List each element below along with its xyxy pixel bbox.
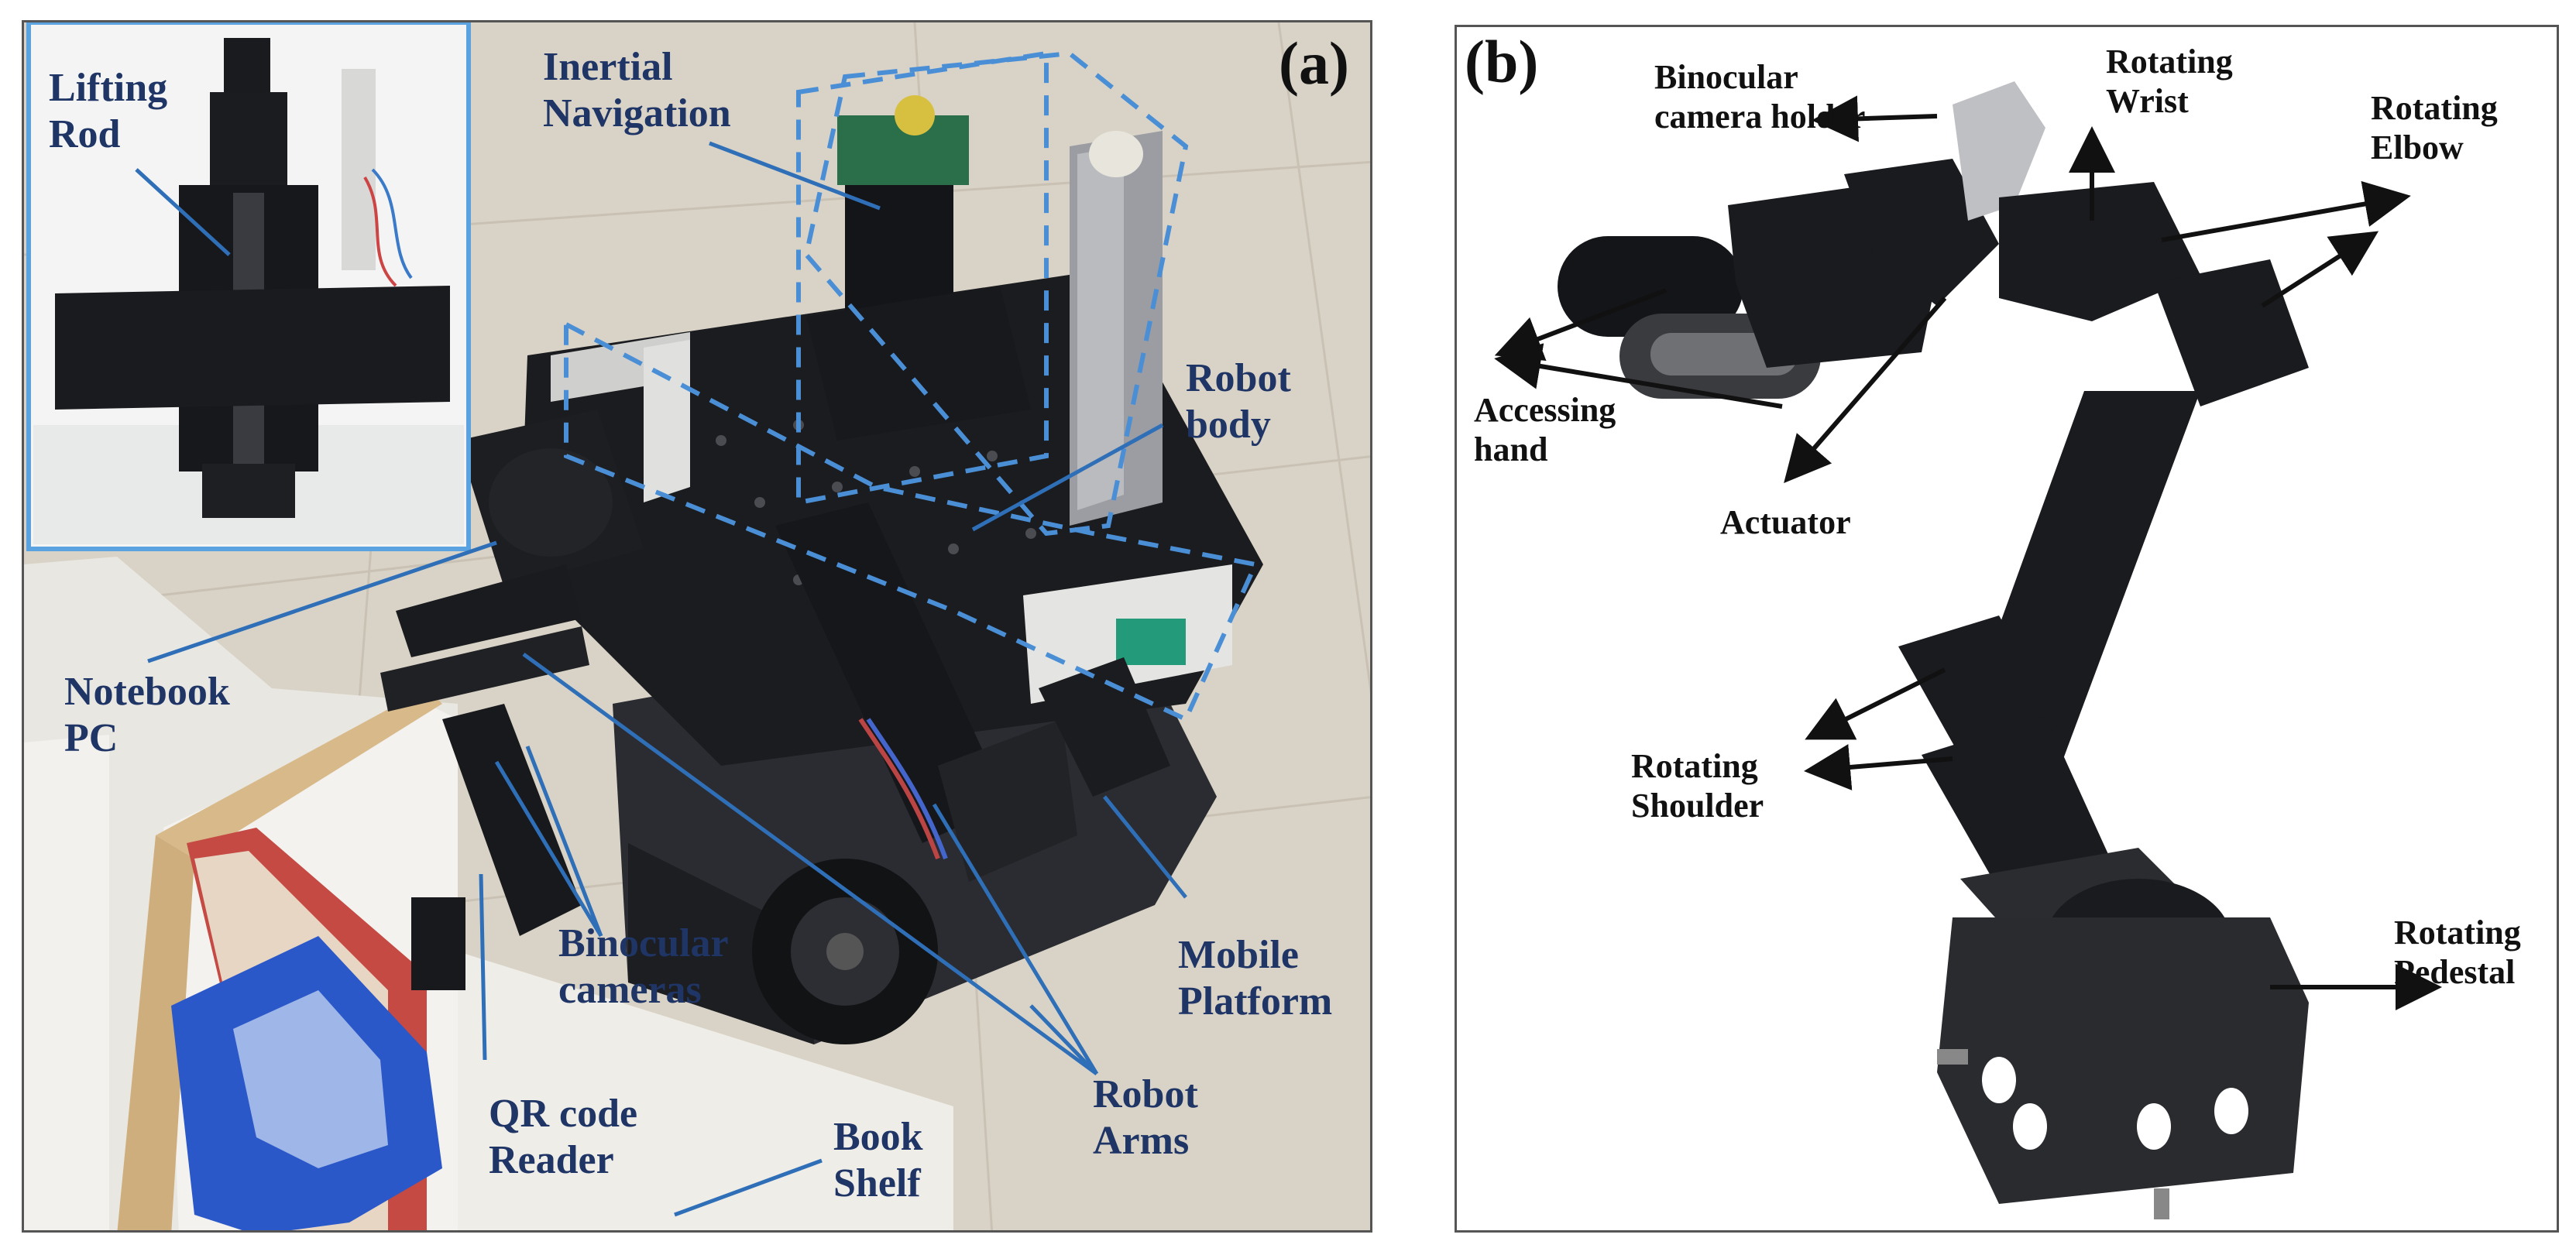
label-lifting-rod-line1: Lifting (49, 66, 168, 110)
label-rotating-wrist: Rotating Wrist (2106, 43, 2233, 121)
label-notebook-pc: Notebook PC (64, 669, 230, 762)
label-inertial-navigation: Inertial Navigation (543, 44, 731, 137)
label-qr-code-reader: QR code Reader (489, 1091, 637, 1184)
label-book-shelf-line1: Book (833, 1115, 923, 1159)
label-binocular-camera-holder-line2: camera holder (1654, 97, 1866, 135)
panel-b-tag: (b) (1465, 28, 1539, 95)
label-book-shelf: Book Shelf (833, 1114, 923, 1207)
panel-b-photo: (b) Binocular camera holder Rotating Wri… (1455, 25, 2559, 1233)
label-book-shelf-line2: Shelf (833, 1161, 921, 1205)
label-notebook-pc-line2: PC (64, 715, 118, 760)
panel-a-illustration (24, 22, 1370, 1230)
panel-b-illustration (1494, 81, 2442, 1219)
label-accessing-hand: Accessing hand (1474, 391, 1616, 469)
label-rotating-pedestal: Rotating Pedestal (2394, 914, 2521, 992)
label-rotating-pedestal-line2: Pedestal (2394, 952, 2516, 991)
label-lifting-rod-line2: Rod (49, 111, 121, 156)
label-robot-arms-line2: Arms (1093, 1118, 1190, 1163)
label-rotating-wrist-line2: Wrist (2106, 81, 2189, 120)
label-rotating-pedestal-line1: Rotating (2394, 914, 2521, 952)
label-qr-code-reader-line1: QR code (489, 1092, 638, 1136)
label-robot-arms: Robot Arms (1093, 1072, 1198, 1164)
label-binocular-cameras: Binocular cameras (558, 921, 729, 1013)
label-inertial-navigation-line1: Inertial (543, 45, 673, 89)
label-rotating-elbow: Rotating Elbow (2371, 89, 2498, 167)
label-rotating-wrist-line1: Rotating (2106, 43, 2233, 81)
label-robot-body-line1: Robot (1186, 356, 1291, 400)
label-mobile-platform-line1: Mobile (1178, 933, 1299, 977)
label-qr-code-reader-line2: Reader (489, 1137, 614, 1182)
label-inertial-navigation-line2: Navigation (543, 91, 731, 135)
label-rotating-shoulder-line2: Shoulder (1631, 786, 1764, 825)
panel-a-photo: (a) Lifting Rod Inertial Navigation Robo… (22, 20, 1372, 1233)
label-rotating-shoulder: Rotating Shoulder (1631, 747, 1764, 825)
label-rotating-shoulder-line1: Rotating (1631, 747, 1758, 785)
label-robot-body: Robot body (1186, 355, 1291, 448)
label-actuator-line1: Actuator (1720, 503, 1851, 541)
label-accessing-hand-line2: hand (1474, 430, 1548, 468)
label-rotating-elbow-line2: Elbow (2371, 128, 2464, 166)
label-notebook-pc-line1: Notebook (64, 670, 230, 714)
label-mobile-platform: Mobile Platform (1178, 932, 1332, 1025)
label-binocular-camera-holder-line1: Binocular (1654, 58, 1798, 96)
label-accessing-hand-line1: Accessing (1474, 391, 1616, 429)
panel-a-tag: (a) (1279, 29, 1349, 97)
inset-lifting-rod-photo (26, 22, 471, 551)
label-actuator: Actuator (1720, 503, 1851, 543)
label-lifting-rod: Lifting Rod (49, 65, 167, 158)
label-binocular-cameras-line2: cameras (558, 967, 702, 1012)
label-binocular-cameras-line1: Binocular (558, 921, 729, 965)
label-binocular-camera-holder: Binocular camera holder (1654, 58, 1865, 136)
label-mobile-platform-line2: Platform (1178, 979, 1333, 1024)
label-robot-body-line2: body (1186, 402, 1271, 447)
label-rotating-elbow-line1: Rotating (2371, 89, 2498, 127)
label-robot-arms-line1: Robot (1093, 1072, 1198, 1116)
